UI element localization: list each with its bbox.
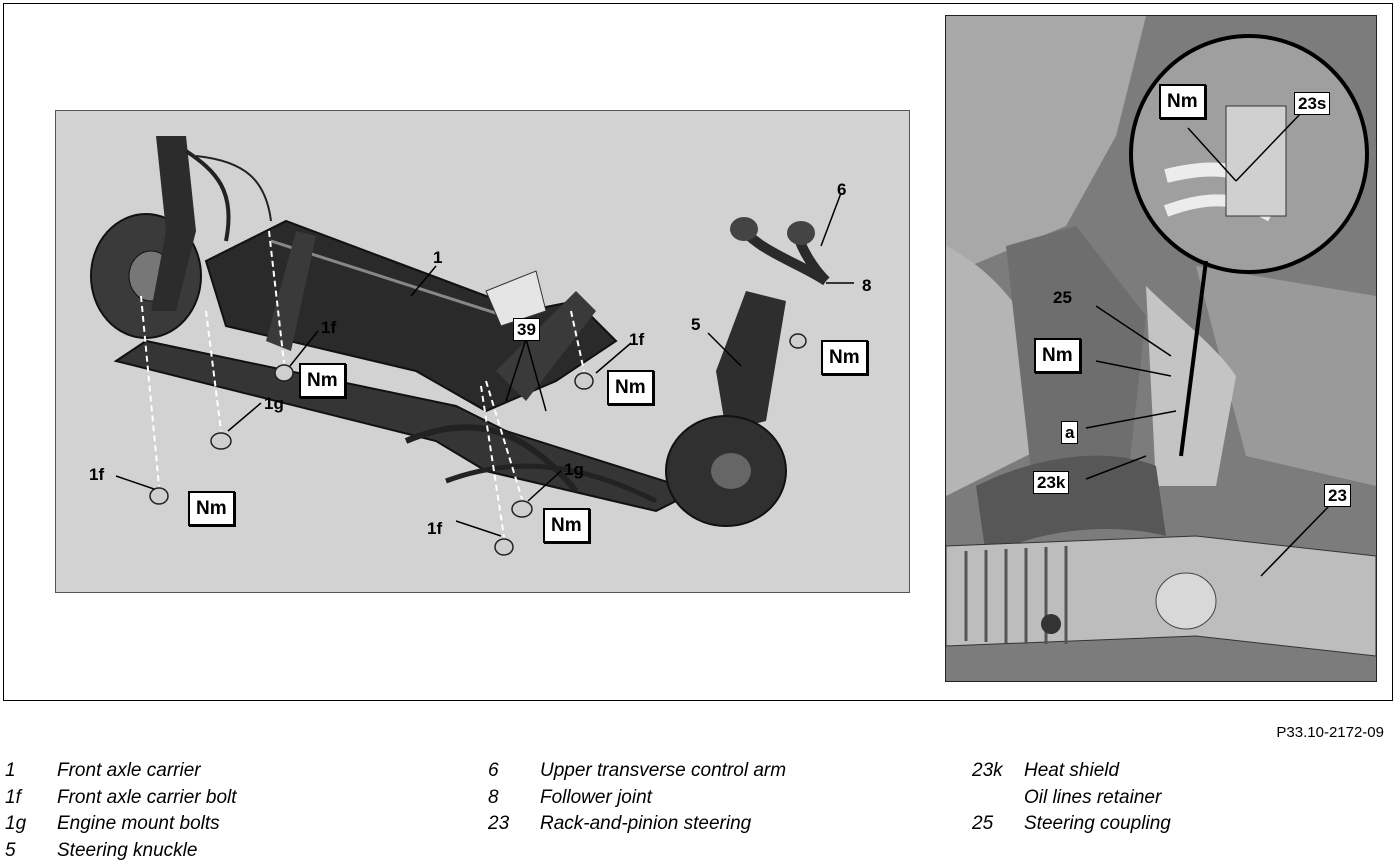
right-knuckle [716,291,786,431]
torque-box-knuckle: Nm [821,340,868,375]
torque-box-inset: Nm [1159,84,1206,119]
callout-1f-top: 1f [321,318,337,337]
callout-1f-left: 1f [89,465,105,484]
legend-desc: Steering knuckle [57,839,198,861]
legend-desc: Steering coupling [1024,813,1171,834]
callout-23s: 23s [1294,92,1331,115]
legend-code: 23k [972,760,1003,781]
callout-1f-right: 1f [629,330,645,349]
legend-code: 23 [488,813,510,834]
axle-carrier-illustration: 1 1f 1f 1f 1f 1g 1g 39 5 6 8 Nm Nm Nm Nm… [55,110,910,593]
legend-code: 25 [972,813,994,834]
figure-reference: P33.10-2172-09 [1276,724,1384,741]
legend-code: 1g [5,813,27,834]
bolt-1f-c [574,372,594,390]
callout-39: 39 [513,318,540,341]
callout-1f-bottom: 1f [427,519,443,538]
callout-8: 8 [862,276,872,295]
left-knuckle [151,136,196,311]
legend-code: 1 [5,760,16,781]
bolt-1f-a [274,364,294,382]
legend: 1 Front axle carrier 1f Front axle carrier… [0,760,1400,864]
legend-desc: Engine mount bolts [57,813,220,834]
bolt-1f-d [494,538,514,556]
legend-desc: Heat shield [1024,760,1120,781]
right-side-member [496,291,596,401]
torque-box-1f-top: Nm [299,363,346,398]
torque-box-coupling: Nm [1034,338,1081,373]
legend-code: 6 [488,760,499,781]
torque-box-1f-right: Nm [607,370,654,405]
legend-code: 5 [5,839,16,861]
callout-5: 5 [691,315,701,334]
axle-carrier-drawing [90,136,854,556]
steering-rack-drawing [946,16,1376,681]
callout-23k: 23k [1033,471,1070,494]
callout-1: 1 [433,248,443,267]
legend-desc: Front axle carrier [57,760,201,781]
legend-desc: Upper transverse control arm [540,760,787,781]
callout-a: a [1061,421,1079,444]
legend-desc: Front axle carrier bolt [57,786,237,808]
torque-box-1f-left: Nm [188,491,235,526]
heat-shield [976,455,1166,556]
legend-desc: Follower joint [540,786,652,808]
bolt-5 [789,333,807,349]
legend-desc: Oil lines retainer [1024,786,1162,808]
callout-25: 25 [1053,288,1072,307]
legend-code: 1f [5,786,21,808]
steering-gear [485,270,547,327]
legend-code: 8 [488,786,499,808]
callout-1g-right: 1g [564,460,584,479]
bolt-1g-a [210,432,232,450]
torque-box-1g: Nm [543,508,590,543]
bolt-1f-b [149,487,169,505]
steering-rack-photo: Nm 23s 25 Nm a 23k 23 [945,15,1377,682]
callout-1g-left: 1g [264,394,284,413]
legend-desc: Rack-and-pinion steering [540,813,752,834]
callout-6: 6 [837,180,847,199]
bolt-1g-b [511,500,533,518]
callout-23: 23 [1324,484,1351,507]
